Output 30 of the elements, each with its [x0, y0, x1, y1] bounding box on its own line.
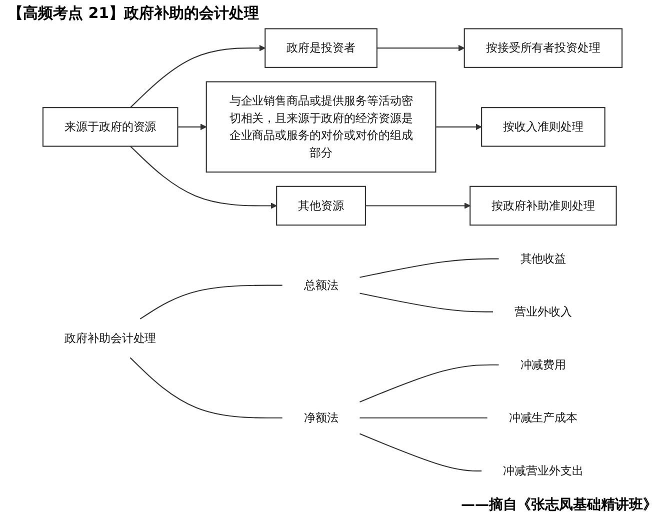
arrow	[376, 44, 465, 52]
arrow	[178, 124, 207, 130]
node-box: 按接受所有者投资处理	[464, 28, 623, 68]
connector	[130, 357, 282, 418]
node-text: 其他收益	[520, 252, 566, 266]
arrow	[436, 124, 482, 130]
connector	[360, 433, 482, 472]
node-text: 冲减费用	[520, 358, 566, 372]
connector	[360, 364, 499, 402]
node-text: 冲减生产成本	[508, 410, 578, 424]
node-text: 冲减营业外支出	[503, 464, 584, 478]
node-box: 按政府补助准则处理	[470, 186, 617, 226]
node-text: 营业外收入	[514, 304, 572, 318]
node-box: 按收入准则处理	[481, 107, 606, 147]
connector	[360, 292, 494, 312]
arrow	[130, 44, 266, 108]
node-text: 净额法	[304, 410, 338, 424]
node-text: 总额法	[304, 278, 338, 292]
node-box: 来源于政府的资源	[42, 107, 178, 147]
title: 【高频考点 21】政府补助的会计处理	[8, 4, 260, 23]
connector	[360, 258, 499, 278]
node-text: 政府补助会计处理	[64, 331, 156, 345]
arrow	[130, 146, 277, 209]
connector	[360, 417, 488, 418]
node-box: 与企业销售商品或提供服务等活动密切相关，且来源于政府的经济资源是企业商品或服务的对价或对价的组成部分	[206, 81, 436, 173]
node-box: 政府是投资者	[264, 28, 378, 68]
connector	[140, 284, 282, 320]
node-box: 其他资源	[276, 186, 366, 226]
caption: ——摘自《张志凤基础精讲班》	[461, 496, 657, 514]
arrow	[365, 202, 470, 209]
